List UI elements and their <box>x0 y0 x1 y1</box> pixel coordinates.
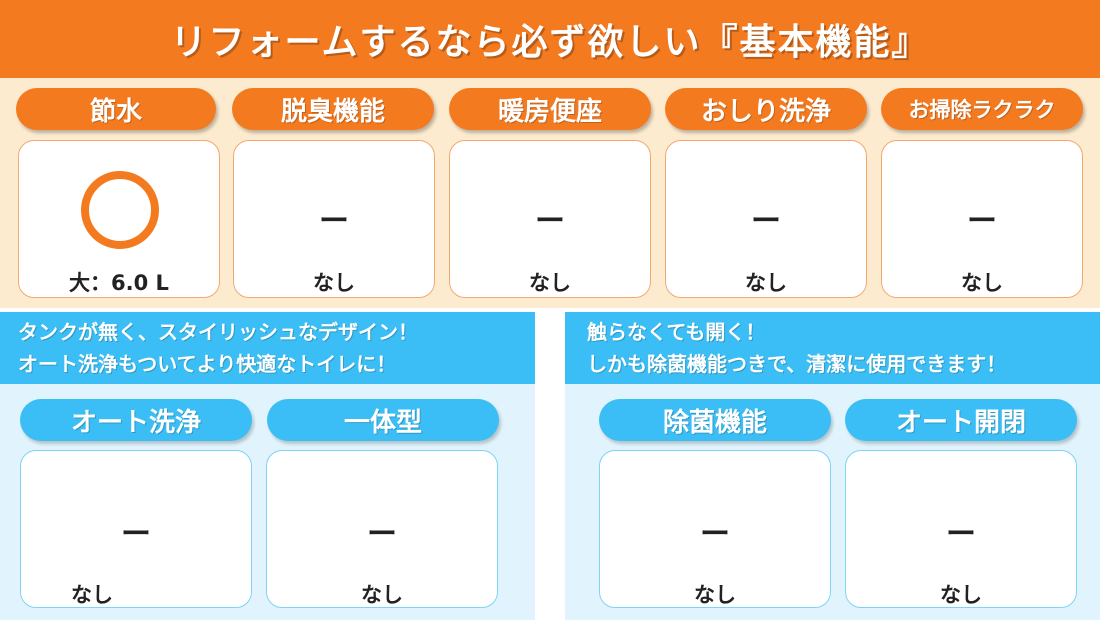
dash-mark: ー <box>121 517 151 552</box>
dash-mark: ー <box>751 204 781 239</box>
feature-card-heated-seat: ー なし <box>449 140 651 298</box>
feature-caption: なし <box>529 271 571 295</box>
feature-label-auto-flush: オート洗浄 <box>20 399 252 441</box>
feature-label-easy-clean: お掃除ラクラク <box>881 88 1083 130</box>
feature-label-sterilize: 除菌機能 <box>599 399 831 441</box>
dash-mark: ー <box>535 204 565 239</box>
banner-line: しかも除菌機能つきで、清潔に使用できます！ <box>587 352 1007 376</box>
left-panel-banner: タンクが無く、スタイリッシュなデザイン！ オート洗浄もついてより快適なトイレに！ <box>0 312 535 384</box>
feature-card-sterilize: ー なし <box>599 450 831 608</box>
feature-caption: なし <box>940 583 982 607</box>
feature-card-easy-clean: ー なし <box>881 140 1083 298</box>
feature-caption: なし <box>745 271 787 295</box>
feature-label-heated-seat: 暖房便座 <box>449 88 651 130</box>
circle-mark-icon <box>81 171 159 249</box>
dash-mark: ー <box>367 517 397 552</box>
feature-card-auto-flush: ー なし <box>20 450 252 608</box>
feature-card-bidet: ー なし <box>665 140 867 298</box>
feature-caption: なし <box>694 583 736 607</box>
feature-caption: なし <box>71 583 113 607</box>
feature-label-one-piece: 一体型 <box>267 399 499 441</box>
page-title: リフォームするなら必ず欲しい『基本機能』 <box>0 0 1100 78</box>
feature-caption: なし <box>313 271 355 295</box>
right-panel-banner: 触らなくても開く！ しかも除菌機能つきで、清潔に使用できます！ <box>565 312 1100 384</box>
feature-label-deodorize: 脱臭機能 <box>232 88 434 130</box>
banner-line: オート洗浄もついてより快適なトイレに！ <box>18 352 397 376</box>
dash-mark: ー <box>319 204 349 239</box>
banner-line: 触らなくても開く！ <box>587 320 766 344</box>
dash-mark: ー <box>967 204 997 239</box>
feature-card-one-piece: ー なし <box>266 450 498 608</box>
feature-card-auto-open-close: ー なし <box>845 450 1077 608</box>
feature-caption: 大：6.0 L <box>69 271 169 295</box>
feature-caption: なし <box>961 271 1003 295</box>
feature-card-water-saving: 大：6.0 L <box>18 140 220 298</box>
feature-card-deodorize: ー なし <box>233 140 435 298</box>
feature-label-bidet: おしり洗浄 <box>665 88 867 130</box>
feature-label-auto-open-close: オート開閉 <box>845 399 1077 441</box>
banner-line: タンクが無く、スタイリッシュなデザイン！ <box>18 320 418 344</box>
dash-mark: ー <box>946 517 976 552</box>
feature-caption: なし <box>361 583 403 607</box>
feature-label-water-saving: 節水 <box>16 88 216 130</box>
dash-mark: ー <box>700 517 730 552</box>
